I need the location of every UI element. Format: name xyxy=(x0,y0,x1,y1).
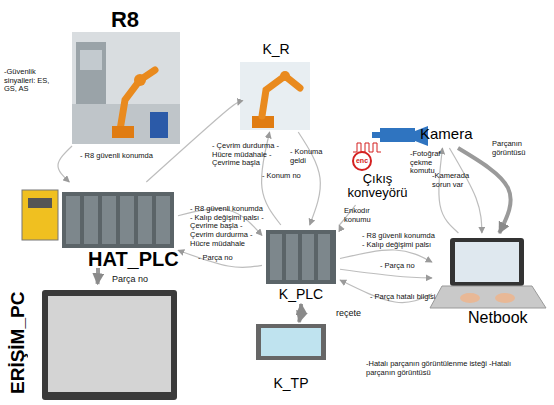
signal-label: - Çevrim durdurma - Hücre müdahale - Çev… xyxy=(212,142,287,168)
station-heading: K_R xyxy=(238,38,314,132)
station-heading: K_TP xyxy=(252,322,330,394)
node-title: K_R xyxy=(238,42,314,57)
node-title: K_TP xyxy=(252,376,330,391)
signal-arrow xyxy=(340,250,432,262)
plc-rack xyxy=(22,190,174,248)
symbol-text: enc xyxy=(352,157,372,165)
signal-label: Parçanın görüntüsü xyxy=(492,140,547,157)
encoder-symbol xyxy=(353,143,381,170)
station-heading: HAT_PLC xyxy=(18,182,178,268)
signal-arrow xyxy=(96,268,101,284)
note-text: -Güvenlik sinyalleri: ES, GS, AS xyxy=(4,68,64,94)
signal-arrow xyxy=(439,148,459,233)
signal-label: Parça no xyxy=(112,274,162,284)
device-heading: Netbook xyxy=(432,233,548,329)
signal-label: - Parça no xyxy=(380,262,422,271)
signal-label: - Konum no xyxy=(262,172,312,181)
signal-label: Enkodır konumu xyxy=(344,207,389,224)
robot-arm xyxy=(240,62,310,130)
node-title: R8 xyxy=(100,8,150,32)
signal-arrow xyxy=(299,304,301,322)
signal-label: reçete xyxy=(336,308,371,318)
note-text: -Hatalı parçanın görüntülenme isteği -Ha… xyxy=(366,360,531,377)
device-heading: encÇıkış konveyörü xyxy=(335,150,420,205)
signal-label: - Konuma geldi xyxy=(290,148,332,165)
station-heading: R8 xyxy=(62,8,184,146)
touch-panel xyxy=(256,324,326,360)
signal-arrow xyxy=(340,269,432,278)
node-title: ERİŞİM_PC xyxy=(8,286,38,400)
camera-icon xyxy=(372,126,428,146)
signal-arrow xyxy=(58,146,72,182)
signal-arrow xyxy=(178,250,262,267)
signal-arrow xyxy=(458,148,511,233)
signal-label: - Parça hatalı bilgisi xyxy=(370,293,442,302)
node-title: Kamera xyxy=(420,126,500,143)
node-title: HAT_PLC xyxy=(88,248,180,270)
signal-arrow xyxy=(298,132,320,225)
plc-rack xyxy=(266,230,336,284)
station-heading: K_PLC xyxy=(262,225,340,304)
robot-cell xyxy=(72,32,180,144)
signal-label: - Parça no xyxy=(198,254,248,263)
signal-label: - R8 güvenli konumda - Kalıp değişimi pa… xyxy=(362,232,437,249)
signal-label: - R8 güvenli konumda - Kalıp değişimi pa… xyxy=(190,205,265,248)
node-title: Çıkış konveyörü xyxy=(335,172,420,201)
monitor-icon xyxy=(42,290,177,400)
signal-label: - R8 güvenli konumda xyxy=(80,152,160,161)
signal-label: -Kamerada sorun var xyxy=(432,172,474,189)
laptop-icon xyxy=(430,238,546,308)
station-heading: ERİŞİM_PC xyxy=(8,284,180,402)
node-title: K_PLC xyxy=(262,287,340,302)
node-title: Netbook xyxy=(468,309,548,327)
